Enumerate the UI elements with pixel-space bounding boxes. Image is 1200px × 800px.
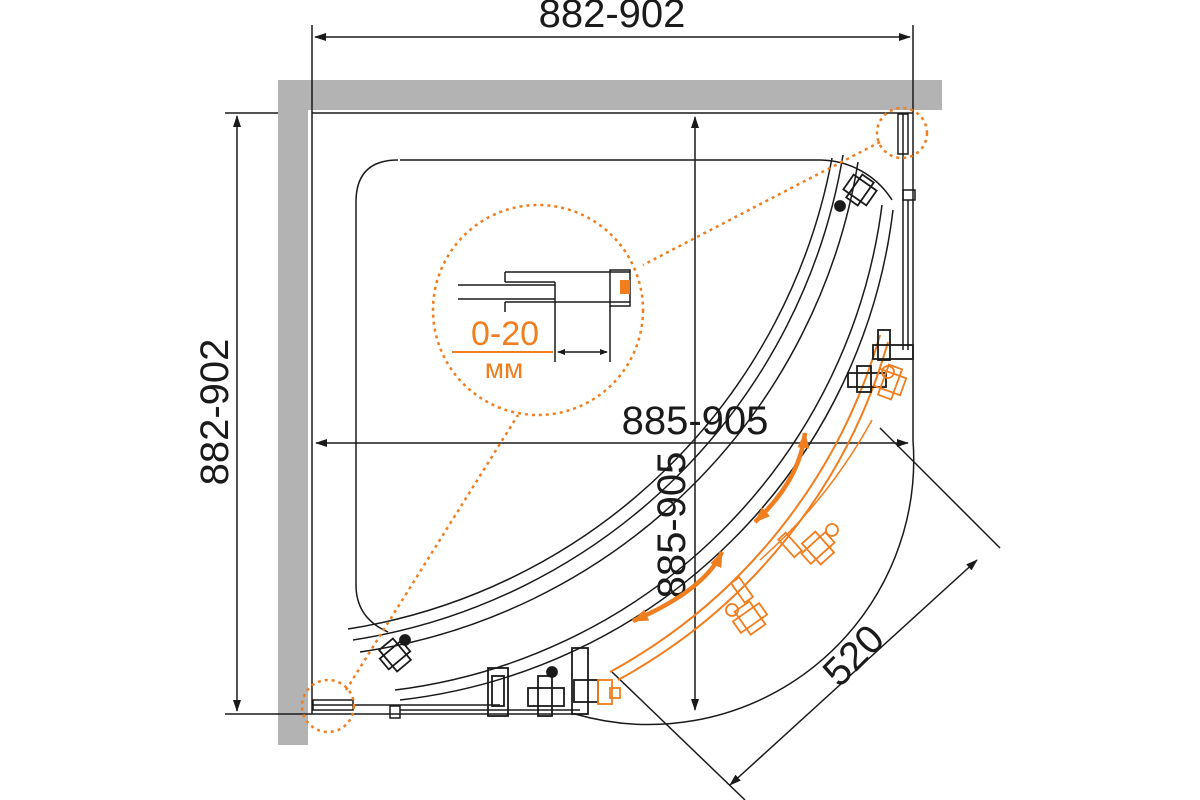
slide-arrow-upper (753, 432, 810, 524)
label-adjust-unit: мм (485, 353, 524, 384)
detail-marker-bottom-left (300, 678, 356, 734)
wall-left (278, 80, 308, 745)
wall-top (278, 80, 942, 110)
shower-tray (355, 159, 893, 633)
dim-diagonal-line (729, 559, 978, 786)
door-arcs (347, 154, 894, 701)
label-left-height: 882-902 (193, 339, 237, 486)
dim-diagonal-ext-top (879, 427, 1001, 549)
label-top-width: 882-902 (539, 0, 686, 36)
detail-zoom-circle (431, 203, 645, 417)
enclosure-outer-arc (400, 200, 915, 726)
detail-leader-top (642, 140, 881, 267)
detail-zoom-profile: 0-20 мм (452, 269, 631, 384)
detail-marker-top-right (875, 106, 929, 160)
detail-leader-bottom (344, 414, 520, 691)
label-adjust-range: 0-20 (471, 315, 539, 353)
left-wall-profile (312, 699, 580, 719)
dim-diagonal-ext-bottom (611, 671, 746, 800)
hardware-orange (597, 363, 908, 705)
slide-arrow-lower (632, 551, 725, 624)
label-inner-height: 885-905 (650, 452, 694, 599)
